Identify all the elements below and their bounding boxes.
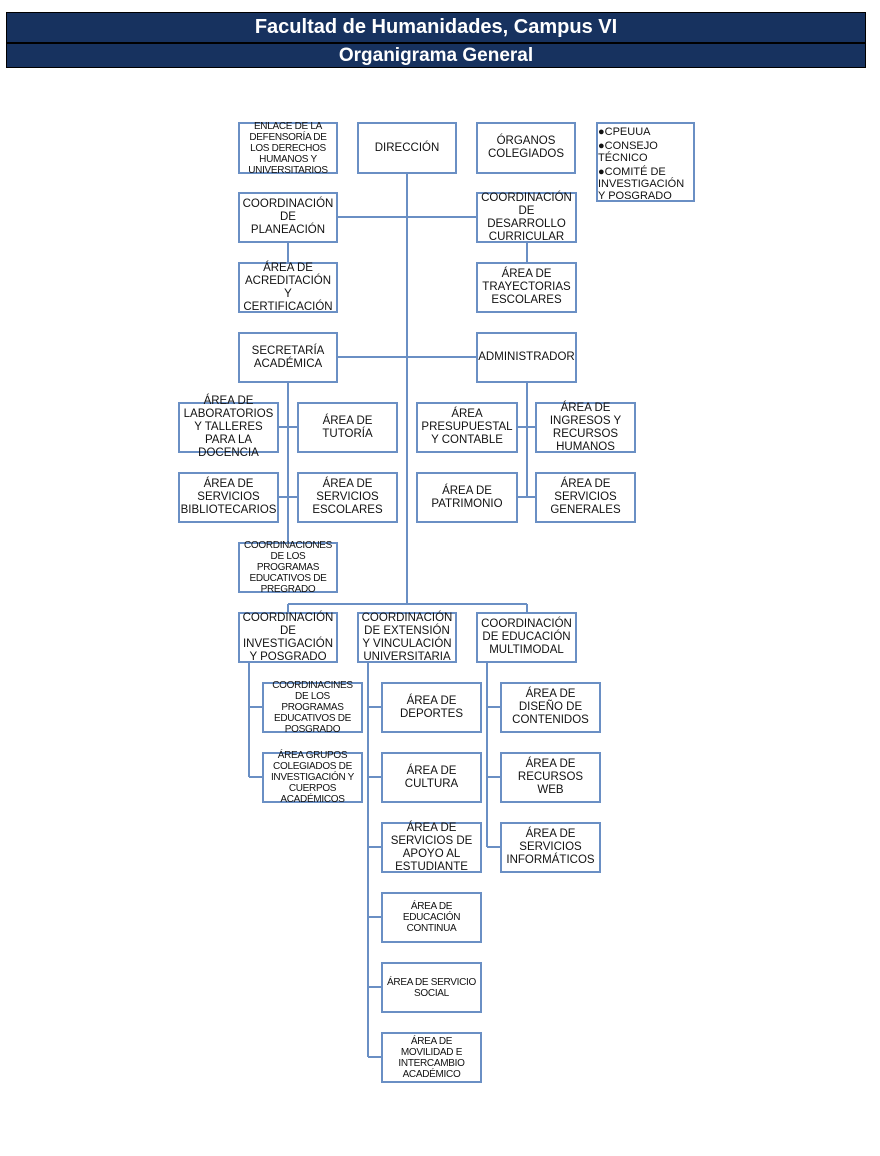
box-diseno-contenidos: ÁREA DE DISEÑO DE CONTENIDOS <box>500 682 601 733</box>
organos-list: ●CPEUUA ●CONSEJO TÉCNICO ●COMITÉ DE INVE… <box>596 122 695 202</box>
box-cultura: ÁREA DE CULTURA <box>381 752 482 803</box>
page-subtitle: Organigrama General <box>6 43 866 68</box>
box-servicio-social: ÁREA DE SERVICIO SOCIAL <box>381 962 482 1013</box>
box-servicios-generales: ÁREA DE SERVICIOS GENERALES <box>535 472 636 523</box>
page-title: Facultad de Humanidades, Campus VI <box>6 12 866 43</box>
box-administrador: ADMINISTRADOR <box>476 332 577 383</box>
box-secretaria-academica: SECRETARÍA ACADÉMICA <box>238 332 338 383</box>
box-presupuestal: ÁREA PRESUPUESTAL Y CONTABLE <box>416 402 518 453</box>
box-ingresos: ÁREA DE INGRESOS Y RECURSOS HUMANOS <box>535 402 636 453</box>
box-movilidad: ÁREA DE MOVILIDAD E INTERCAMBIO ACADÉMIC… <box>381 1032 482 1083</box>
box-enlace-defensoria: ENLACE DE LA DEFENSORÍA DE LOS DERECHOS … <box>238 121 338 176</box>
box-recursos-web: ÁREA DE RECURSOS WEB <box>500 752 601 803</box>
box-educacion-continua: ÁREA DE EDUCACIÓN CONTINUA <box>381 892 482 943</box>
box-coord-desarrollo: COORDINACIÓN DE DESARROLLO CURRICULAR <box>476 192 577 243</box>
box-organos-colegiados: ÓRGANOS COLEGIADOS <box>476 122 576 174</box>
box-bibliotecarios: ÁREA DE SERVICIOS BIBLIOTECARIOS <box>178 472 279 523</box>
box-laboratorios: ÁREA DE LABORATORIOS Y TALLERES PARA LA … <box>178 395 279 459</box>
box-servicios-informaticos: ÁREA DE SERVICIOS INFORMÁTICOS <box>500 822 601 873</box>
box-apoyo-estudiante: ÁREA DE SERVICIOS DE APOYO AL ESTUDIANTE <box>381 822 482 873</box>
box-direccion: DIRECCIÓN <box>357 122 457 174</box>
organos-item-comite: ●COMITÉ DE INVESTIGACIÓN Y POSGRADO <box>598 166 685 202</box>
box-tutoria: ÁREA DE TUTORÍA <box>297 402 398 453</box>
box-acreditacion: ÁREA DE ACREDITACIÓN Y CERTIFICACIÓN <box>238 262 338 313</box>
box-deportes: ÁREA DE DEPORTES <box>381 682 482 733</box>
organos-item-cpeuua: ●CPEUUA <box>598 126 651 138</box>
box-coord-extension: COORDINACIÓN DE EXTENSIÓN Y VINCULACIÓN … <box>357 612 457 663</box>
box-grupos-colegiados: ÁREA GRUPOS COLEGIADOS DE INVESTIGACIÓN … <box>262 750 363 805</box>
box-trayectorias: ÁREA DE TRAYECTORIAS ESCOLARES <box>476 262 577 313</box>
box-coord-planeacion: COORDINACIÓN DE PLANEACIÓN <box>238 192 338 243</box>
box-coord-posgrado: COORDINACINES DE LOS PROGRAMAS EDUCATIVO… <box>262 680 363 735</box>
organos-item-consejo: ●CONSEJO TÉCNICO <box>598 140 658 164</box>
box-patrimonio: ÁREA DE PATRIMONIO <box>416 472 518 523</box>
box-coord-pregrado: COORDINACIONES DE LOS PROGRAMAS EDUCATIV… <box>238 540 338 595</box>
box-servicios-escolares: ÁREA DE SERVICIOS ESCOLARES <box>297 472 398 523</box>
box-coord-multimodal: COORDINACIÓN DE EDUCACIÓN MULTIMODAL <box>476 612 577 663</box>
box-coord-investigacion: COORDINACIÓN DE INVESTIGACIÓN Y POSGRADO <box>238 612 338 663</box>
